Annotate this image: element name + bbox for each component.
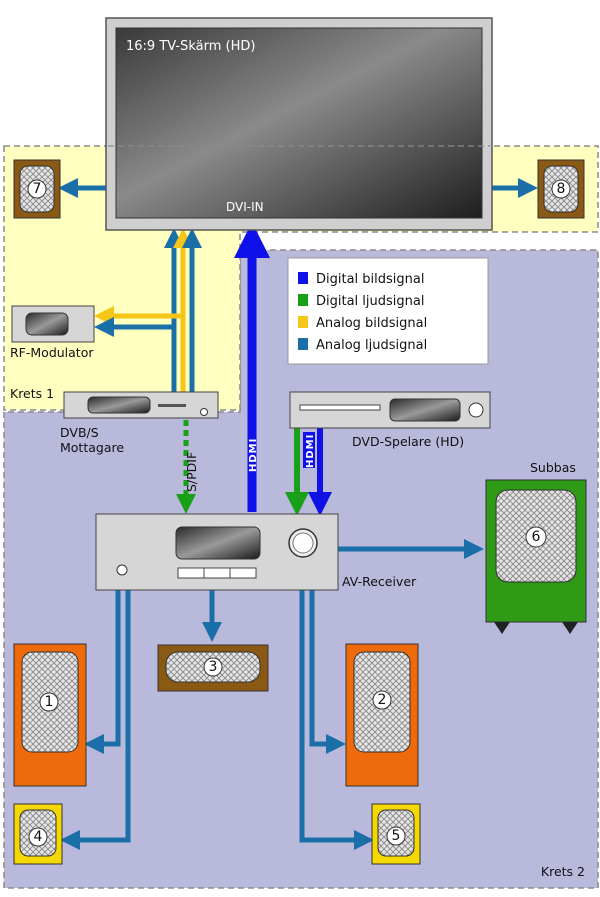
tv: 16:9 TV-Skärm (HD) DVI-IN (105, 17, 493, 231)
dvd-label: DVD-Spelare (HD) (352, 434, 464, 449)
legend-swatch (298, 294, 308, 306)
speaker-number: 7 (33, 181, 42, 197)
legend-swatch (298, 316, 308, 328)
speaker-1: 1 (13, 643, 87, 787)
av-receiver-label: AV-Receiver (342, 574, 417, 589)
tv-screen (115, 27, 483, 219)
cable-receiver-to-speaker-1 (84, 590, 121, 754)
hdmi-text: HDMI (305, 434, 316, 468)
speaker-number: 3 (209, 659, 218, 675)
spdif-label: S/PDIF (184, 452, 199, 492)
legend-label: Analog bildsignal (316, 316, 427, 331)
dvbs-receiver: DVB/S Mottagare (60, 391, 219, 455)
spdif-text: S/PDIF (184, 452, 199, 492)
cable-receiver-to-speaker-4 (60, 590, 131, 850)
speaker-8: 8 (537, 159, 585, 219)
legend-swatch (298, 338, 308, 350)
speaker-number: 4 (34, 829, 43, 845)
legend-label: Analog ljudsignal (316, 338, 427, 353)
speaker-number: 6 (532, 529, 541, 545)
legend-item-analog-video: Analog bildsignal (298, 316, 427, 331)
hdmi-label-dvd: HDMI (303, 432, 316, 468)
speaker-number: 5 (392, 828, 401, 844)
subwoofer-label: Subbas (530, 460, 576, 475)
legend: Digital bildsignal Digital ljudsignal An… (287, 257, 489, 365)
av-receiver: AV-Receiver (95, 513, 417, 591)
dvbs-label-line2: Mottagare (60, 440, 124, 455)
dvbs-label-line1: DVB/S (60, 425, 99, 440)
legend-swatch (298, 272, 308, 284)
rf-modulator-label: RF-Modulator (10, 345, 94, 360)
hdmi-text: HDMI (248, 438, 259, 472)
speaker-3: 3 (157, 644, 269, 692)
hdmi-label-receiver: HDMI (248, 438, 259, 472)
cable-receiver-to-speaker-5 (299, 590, 374, 850)
speaker-number: 1 (45, 694, 54, 710)
legend-item-analog-audio: Analog ljudsignal (298, 338, 427, 353)
legend-item-digital-video: Digital bildsignal (298, 272, 424, 287)
cables (58, 178, 538, 850)
legend-label: Digital ljudsignal (316, 294, 424, 309)
rf-modulator: RF-Modulator (10, 305, 95, 360)
legend-label: Digital bildsignal (316, 272, 424, 287)
speaker-5: 5 (371, 803, 421, 865)
speaker-7: 7 (13, 159, 61, 219)
speaker-4: 4 (13, 803, 63, 865)
tv-input-label: DVI-IN (226, 200, 264, 214)
speaker-2: 2 (345, 643, 419, 787)
subwoofer: Subbas 6 (485, 460, 587, 634)
zone-krets1-label: Krets 1 (10, 386, 54, 401)
zone-krets2-label: Krets 2 (541, 864, 585, 879)
cable-receiver-to-speaker-2 (309, 590, 346, 754)
tv-title: 16:9 TV-Skärm (HD) (126, 39, 255, 54)
dvd-player: DVD-Spelare (HD) (289, 391, 491, 449)
speaker-number: 8 (557, 181, 566, 197)
speaker-number: 2 (378, 692, 387, 708)
legend-item-digital-audio: Digital ljudsignal (298, 294, 424, 309)
